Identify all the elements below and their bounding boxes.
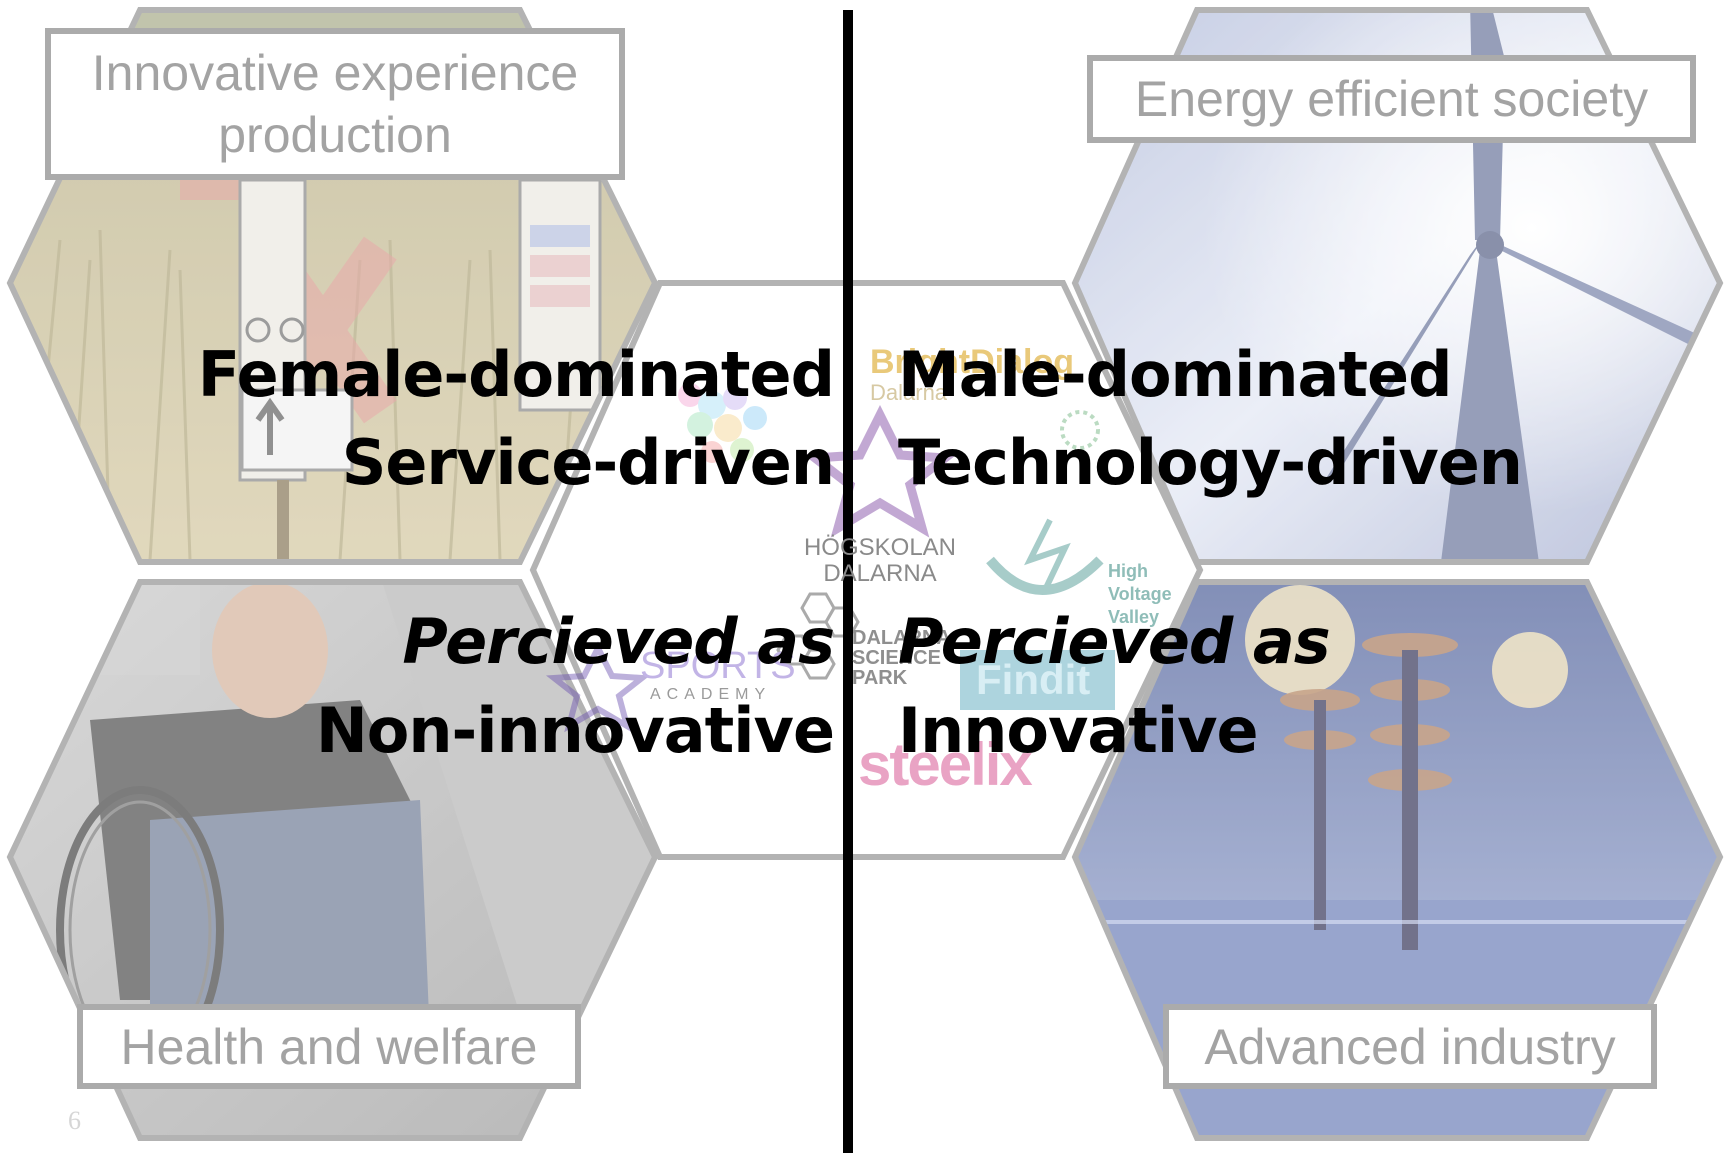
- claim-male-dominated: Male-dominated: [898, 338, 1452, 411]
- claim-left-perceived-as: Percieved as: [402, 605, 835, 678]
- logo-high-voltage-valley: High Voltage Valley: [1108, 561, 1172, 627]
- logo-academy: ACADEMY: [650, 686, 772, 703]
- center-hexagon: [529, 280, 1204, 860]
- claim-female-dominated: Female-dominated: [197, 338, 835, 411]
- logo-bright-dialog: BrightDialog: [870, 343, 1074, 381]
- label-advanced-industry: Advanced industry: [1163, 1004, 1657, 1089]
- logo-science-park: DALARNA SCIENCE PARK: [852, 627, 951, 689]
- claim-right-perceived-as: Percieved as: [898, 605, 1331, 678]
- logo-graphics: [545, 383, 1115, 733]
- label-health-welfare: Health and welfare: [77, 1004, 581, 1089]
- logo-findit: Findit: [976, 656, 1091, 703]
- claim-non-innovative: Non-innovative: [315, 694, 835, 767]
- logo-hogskolan: HÖGSKOLAN DALARNA: [803, 534, 957, 587]
- label-energy-efficient: Energy efficient society: [1087, 55, 1696, 143]
- claim-technology-driven: Technology-driven: [898, 426, 1523, 499]
- claim-innovative: Innovative: [898, 694, 1259, 767]
- claim-service-driven: Service-driven: [341, 426, 835, 499]
- logo-steelix: steelix: [858, 731, 1033, 798]
- slide-number: 6: [68, 1106, 81, 1135]
- logo-sports: SPORTS: [640, 645, 796, 687]
- logo-bright-dialog-sub: Dalarna: [870, 380, 948, 405]
- label-innovative-experience: Innovative experience production: [45, 28, 625, 180]
